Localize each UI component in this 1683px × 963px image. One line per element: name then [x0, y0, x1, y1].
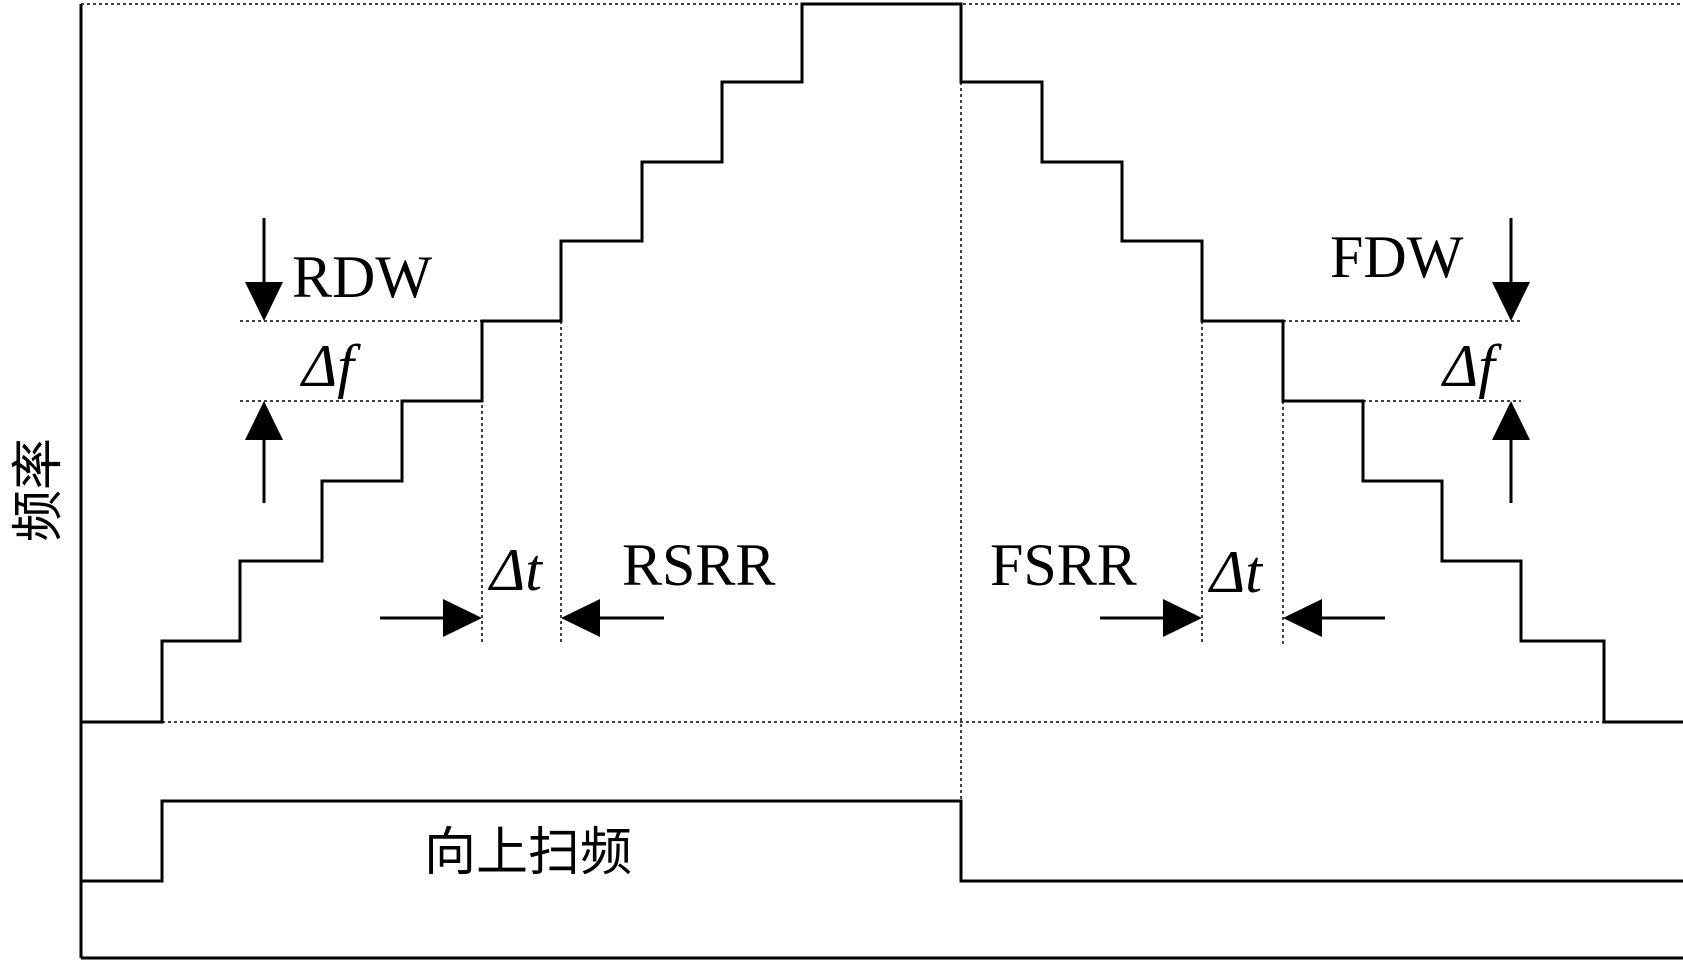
delta-t-right-arrow-head-right	[1163, 599, 1202, 637]
frequency-staircase-waveform	[81, 2, 1683, 724]
delta-t-right-label: Δt	[1208, 539, 1263, 605]
y-axis-label: 频率	[9, 438, 69, 542]
delta-f-right-arrow-head-up	[1492, 401, 1530, 440]
rdw-label: RDW	[292, 244, 432, 310]
rsrr-label: RSRR	[622, 532, 775, 598]
rdw-arrows	[245, 218, 283, 503]
delta-f-right-label: Δf	[1441, 333, 1502, 399]
delta-t-right-arrow-head-left	[1283, 599, 1322, 637]
rdw-arrow-head-down	[245, 282, 283, 321]
dotted-reference-lines	[81, 3, 1683, 801]
delta-f-left-arrow-head-up	[245, 401, 283, 440]
delta-t-left-arrows	[380, 599, 664, 637]
fsrr-label: FSRR	[990, 532, 1137, 598]
fdw-arrows	[1492, 218, 1530, 503]
delta-t-right-arrows	[1100, 599, 1385, 637]
delta-f-left-label: Δf	[300, 333, 361, 399]
delta-t-left-arrow-head-right	[443, 599, 482, 637]
sweep-direction-pulse	[81, 799, 1683, 883]
labels: 频率 RDW FDW Δf Δf Δt Δt RSRR FSRR 向上扫频	[9, 224, 1502, 883]
delta-t-left-label: Δt	[488, 537, 543, 603]
delta-t-left-arrow-head-left	[561, 599, 600, 637]
axes	[79, 4, 1683, 960]
sweep-up-label: 向上扫频	[424, 823, 632, 883]
fdw-label: FDW	[1330, 224, 1464, 290]
fdw-arrow-head-down	[1492, 282, 1530, 321]
